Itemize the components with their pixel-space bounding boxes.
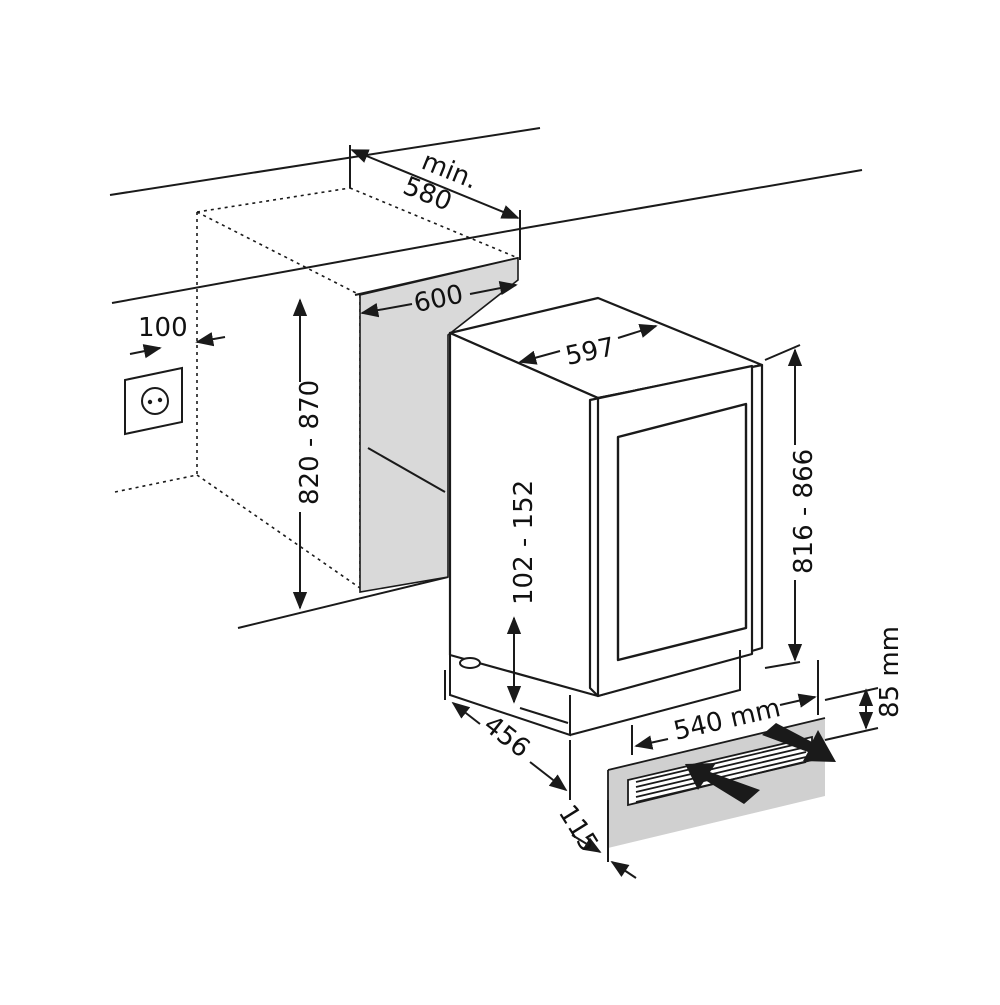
plinth-height-label: 102 - 152 xyxy=(509,480,539,605)
door-glass xyxy=(616,402,748,662)
appliance-height-label: 816 - 866 xyxy=(789,449,819,574)
niche-side-panel xyxy=(359,256,519,593)
vent-height-label: 85 mm xyxy=(875,626,905,718)
appliance-depth-label: 456 xyxy=(478,710,536,764)
appliance xyxy=(448,296,764,698)
plinth-depth-dimension xyxy=(571,800,637,879)
vent-height-dimension xyxy=(824,687,879,741)
vent-width-dimension xyxy=(631,660,819,755)
appliance-height-dimension xyxy=(764,344,803,669)
airflow-in-arrow-icon xyxy=(685,763,760,804)
niche-inner-line xyxy=(367,447,446,493)
niche-depth-label: min. 580 xyxy=(399,143,490,226)
worktop-lines xyxy=(109,127,863,629)
power-socket-icon xyxy=(124,366,183,436)
appliance-width-dimension xyxy=(518,324,658,365)
appliance-depth-dimension xyxy=(444,670,571,800)
airflow-out-arrow-icon xyxy=(762,723,836,762)
niche-height-label: 820 - 870 xyxy=(295,380,325,505)
niche-depth-dimension xyxy=(349,145,521,260)
niche-width-dimension xyxy=(360,281,518,318)
socket-offset-label: 100 xyxy=(138,313,188,343)
appliance-plinth xyxy=(449,650,741,737)
socket-offset-dimension xyxy=(129,332,226,359)
